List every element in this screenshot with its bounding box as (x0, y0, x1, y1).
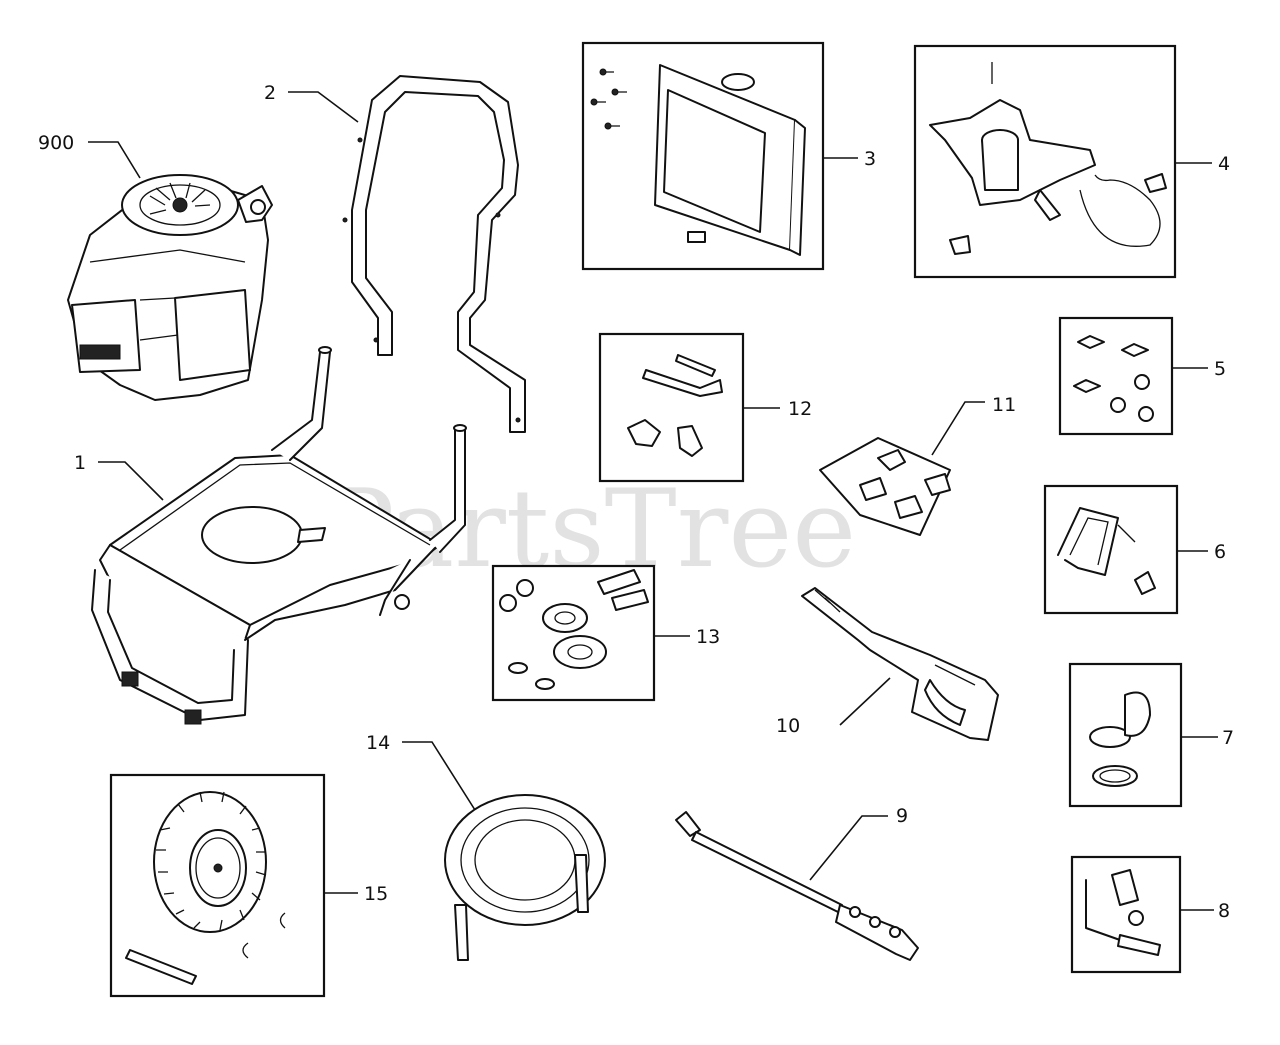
part-box-12[interactable] (598, 332, 745, 483)
callout-12: 12 (788, 398, 812, 420)
callout-3: 3 (864, 148, 876, 170)
callout-4: 4 (1218, 153, 1230, 175)
callout-line-2 (288, 91, 359, 123)
callout-line-900 (88, 141, 141, 179)
frame-part-1[interactable] (91, 346, 467, 725)
callout-line-14 (402, 741, 476, 811)
callout-10: 10 (776, 715, 800, 737)
nozzle-bag-part-11[interactable] (819, 437, 951, 536)
bolts-part-5 (1073, 335, 1154, 422)
knob-part-8 (1085, 869, 1161, 956)
control-panel-part-3 (590, 64, 806, 256)
callout-5: 5 (1214, 358, 1226, 380)
wheel-hardware-part-13 (499, 569, 649, 690)
hose-part-14[interactable] (444, 794, 606, 961)
bracket-part-6 (1057, 507, 1156, 595)
callout-14: 14 (366, 732, 390, 754)
handle-part-2[interactable] (342, 75, 526, 433)
callout-7: 7 (1222, 727, 1234, 749)
callout-900: 900 (38, 132, 74, 154)
callout-6: 6 (1214, 541, 1226, 563)
callout-line-1 (98, 461, 164, 501)
callout-8: 8 (1218, 900, 1230, 922)
callout-13: 13 (696, 626, 720, 648)
callout-2: 2 (264, 82, 276, 104)
cap-part-7 (1089, 691, 1151, 787)
callout-9: 9 (896, 805, 908, 827)
hardware-part-12 (627, 354, 723, 457)
wand-part-9[interactable] (675, 811, 919, 961)
pump-part-4 (929, 62, 1167, 255)
part-box-5[interactable] (1058, 316, 1174, 436)
callout-11: 11 (992, 394, 1016, 416)
callout-line-11 (931, 401, 985, 456)
spray-gun-part-10[interactable] (801, 587, 999, 741)
wheel-part-15 (125, 791, 286, 985)
callout-line-9 (809, 815, 888, 881)
callout-line-10 (839, 677, 891, 726)
engine-part-900[interactable] (67, 174, 273, 401)
callout-15: 15 (364, 883, 388, 905)
callout-1: 1 (74, 452, 86, 474)
